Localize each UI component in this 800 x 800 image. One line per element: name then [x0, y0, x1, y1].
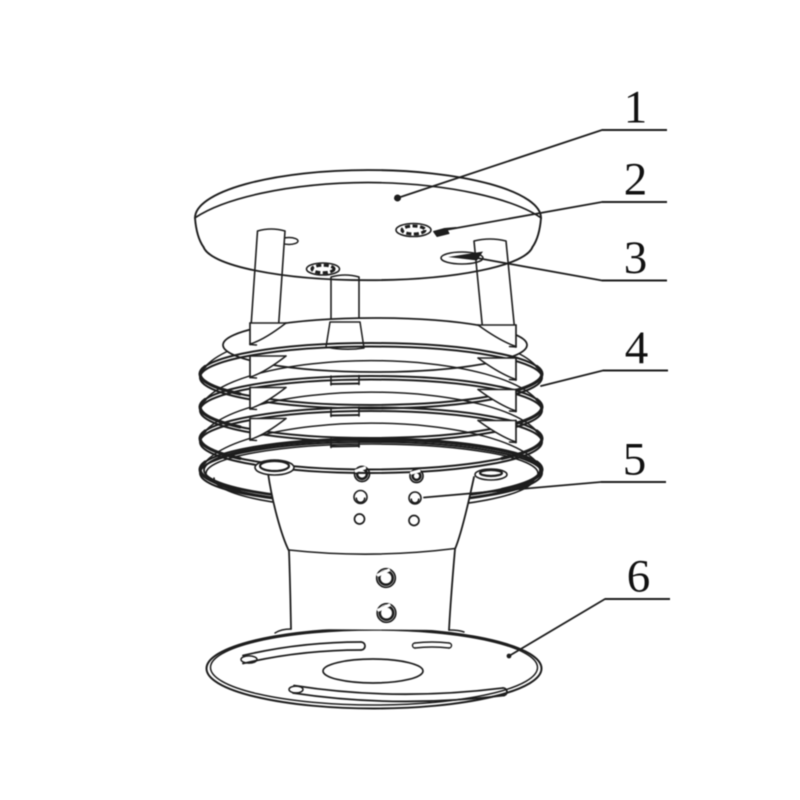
svg-text:1: 1 — [624, 82, 648, 134]
svg-text:2: 2 — [624, 154, 648, 206]
svg-text:4: 4 — [625, 322, 649, 374]
svg-text:5: 5 — [623, 434, 647, 486]
svg-text:6: 6 — [627, 551, 651, 603]
svg-text:3: 3 — [624, 232, 648, 284]
